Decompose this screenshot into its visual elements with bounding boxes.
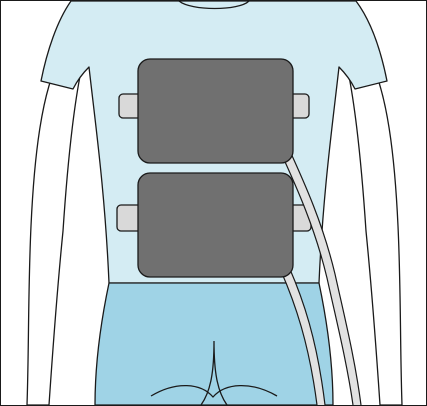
right-arm [348,56,402,405]
left-arm [27,56,81,405]
upper-electrode-pad [138,59,293,163]
lower-electrode-pad [138,173,293,277]
